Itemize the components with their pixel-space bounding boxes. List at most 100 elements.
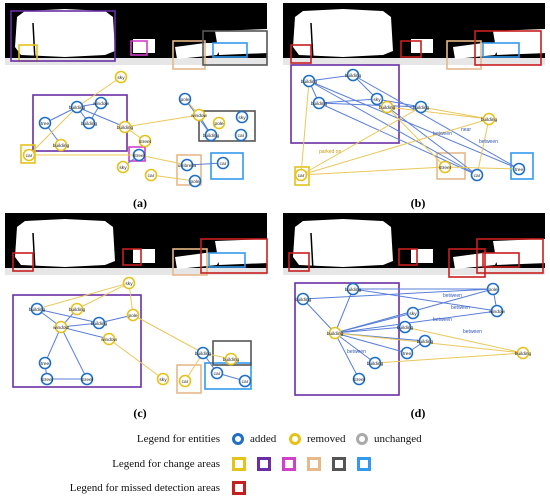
- entity-node: [296, 292, 310, 306]
- relation-edge: [150, 174, 196, 182]
- scene-graph-c: skybuildingwindowbuildingpolebuildingwin…: [5, 213, 269, 394]
- relation-edge: [334, 326, 406, 334]
- relation-edge: [300, 118, 490, 176]
- relation-edge: [334, 332, 408, 354]
- relation-edge: [300, 106, 422, 176]
- entity-node: [294, 168, 308, 182]
- entity-node: [178, 92, 192, 106]
- entity-label: building: [397, 325, 414, 331]
- entity-node: [38, 356, 52, 370]
- entity-label: building: [91, 321, 108, 327]
- change-area-box: [474, 30, 542, 66]
- entity-node: [102, 332, 116, 346]
- entity-node: [22, 148, 36, 162]
- entity-node: [40, 372, 54, 386]
- relation-edge: [124, 114, 200, 128]
- relation-edge: [36, 282, 130, 310]
- entity-label: building: [367, 361, 384, 367]
- legend-change-areas-label: Legend for change areas: [112, 458, 220, 470]
- entity-node: [116, 160, 130, 174]
- building-silhouette: [293, 219, 393, 267]
- relation-edge: [60, 326, 110, 340]
- relation-edge: [318, 102, 422, 108]
- entity-node: [126, 308, 140, 322]
- road-strip: [5, 268, 267, 275]
- entity-label: building: [69, 105, 86, 111]
- entity-node: [482, 112, 496, 126]
- change-area-box: [122, 248, 142, 266]
- entity-label: window: [191, 113, 208, 119]
- legend-removed: removed: [307, 433, 346, 445]
- relation-edge: [334, 310, 498, 334]
- pole-silhouette: [310, 22, 314, 62]
- relation-edge: [318, 98, 378, 104]
- entity-node: [406, 306, 420, 320]
- change-area-box: [10, 10, 116, 62]
- entity-node: [122, 276, 136, 290]
- entity-node: [188, 174, 202, 188]
- entity-node: [418, 334, 432, 348]
- relation-edge: [60, 322, 100, 328]
- entity-label: sky: [159, 377, 167, 383]
- relation-edge: [76, 76, 122, 108]
- caption-d: (d): [410, 406, 426, 420]
- car-silhouette: [411, 39, 433, 53]
- entity-label: tree: [41, 121, 50, 127]
- entity-node: [346, 282, 360, 296]
- edge-label: parked on: [319, 149, 341, 155]
- structure-silhouette: [215, 239, 269, 265]
- entity-node: [196, 346, 210, 360]
- change-area-box: [398, 248, 418, 266]
- entity-label: building: [515, 351, 532, 357]
- relation-edge: [44, 326, 62, 364]
- vehicle-silhouette: [175, 253, 223, 269]
- caption-c: (c): [133, 406, 147, 420]
- entity-label: building: [481, 117, 498, 123]
- road-strip: [283, 268, 545, 275]
- change-area-yellow-icon: [232, 457, 246, 471]
- car-silhouette: [133, 39, 155, 53]
- building-silhouette: [15, 9, 115, 57]
- entity-node: [54, 320, 68, 334]
- entity-label: building: [301, 79, 318, 85]
- pole-silhouette: [310, 232, 314, 272]
- entity-node: [216, 156, 230, 170]
- entity-label: street: [81, 377, 94, 383]
- entity-label: building: [223, 357, 240, 363]
- entity-label: street: [439, 165, 452, 171]
- change-area-box: [482, 42, 520, 58]
- pole-silhouette: [32, 232, 36, 272]
- entity-label: sky: [119, 165, 127, 171]
- relation-edge: [60, 326, 88, 380]
- entity-node: [370, 92, 384, 106]
- entity-node: [210, 366, 224, 380]
- entity-node: [302, 74, 316, 88]
- graph-area-box: [210, 152, 244, 180]
- entity-label: sky: [117, 75, 125, 81]
- change-area-box: [448, 248, 486, 278]
- relation-edge: [376, 98, 422, 108]
- relation-edge: [374, 352, 524, 364]
- change-area-box: [130, 40, 148, 56]
- entity-label: pole: [214, 121, 223, 127]
- graph-area-box: [176, 364, 202, 394]
- entity-node: [512, 162, 526, 176]
- change-area-box: [202, 30, 268, 66]
- entity-label: car: [474, 173, 481, 179]
- change-area-box: [288, 252, 310, 272]
- entity-label: pole: [488, 287, 497, 293]
- entity-node: [138, 134, 152, 148]
- entity-node: [486, 282, 500, 296]
- entity-label: umbrella: [178, 163, 197, 169]
- entity-node: [54, 138, 68, 152]
- car-silhouette: [133, 249, 155, 263]
- edge-label: near: [461, 127, 471, 133]
- change-area-blue-icon: [357, 457, 371, 471]
- entity-label: building: [345, 73, 362, 79]
- entity-label: street: [353, 377, 366, 383]
- edge-label: between: [433, 131, 452, 137]
- structure-silhouette: [215, 29, 269, 55]
- change-area-tan-icon: [307, 457, 321, 471]
- entity-label: car: [238, 133, 245, 139]
